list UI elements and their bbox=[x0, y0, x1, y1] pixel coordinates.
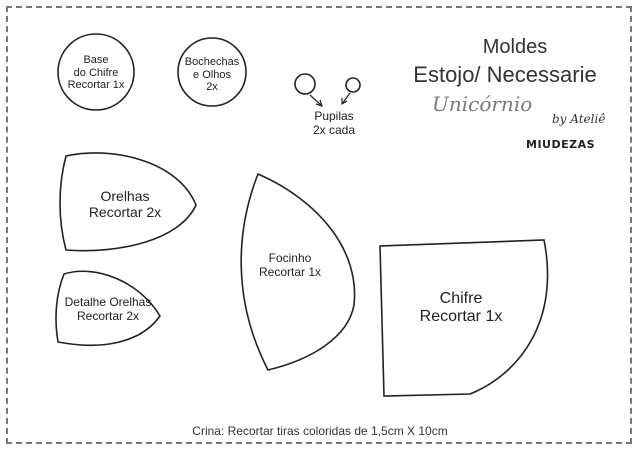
chifre-shape bbox=[379, 239, 549, 397]
footer-note: Crina: Recortar tiras coloridas de 1,5cm… bbox=[192, 424, 448, 438]
label-line: Recortar 1x bbox=[419, 308, 503, 326]
title-estojo: Estojo/ Necessarie bbox=[413, 62, 597, 87]
label-line: do Chifre bbox=[73, 66, 119, 79]
pupilas-label: Pupilas 2x cada bbox=[300, 109, 368, 138]
label-line: Base bbox=[83, 54, 109, 66]
pattern-sheet-border bbox=[6, 6, 632, 444]
detalhe-orelhas-shape bbox=[55, 270, 161, 347]
script-unicornio: Unicórnio bbox=[432, 92, 533, 116]
label-line: Recortar 1x bbox=[67, 79, 125, 92]
label-line: Orelhas bbox=[100, 188, 150, 204]
base-chifre-circle bbox=[57, 33, 135, 111]
pupila-arrows bbox=[309, 92, 351, 107]
label-line: Detalhe Orelhas bbox=[64, 295, 152, 309]
orelhas-shape bbox=[59, 152, 197, 252]
brand-logo: MIUDEZAS bbox=[526, 138, 596, 151]
label-line: Pupilas bbox=[314, 109, 354, 123]
label-line: Chifre bbox=[439, 290, 483, 307]
label-line: Focinho bbox=[268, 251, 312, 265]
orelhas-label: Orelhas Recortar 2x bbox=[70, 188, 180, 220]
bochechas-label: Bochechas e Olhos 2x bbox=[178, 56, 246, 94]
base-chifre-label: Base do Chifre Recortar 1x bbox=[60, 54, 132, 92]
label-line: 2x cada bbox=[312, 122, 356, 137]
bochechas-circle bbox=[177, 37, 247, 107]
title-moldes: Moldes bbox=[482, 36, 548, 58]
label-line: Recortar 2x bbox=[88, 204, 162, 221]
label-line: 2x bbox=[206, 81, 218, 94]
label-line: Recortar 1x bbox=[258, 264, 322, 279]
pupila-small-circle bbox=[345, 77, 361, 93]
label-line: Bochechas bbox=[184, 56, 240, 68]
focinho-label: Focinho Recortar 1x bbox=[250, 251, 330, 280]
byline: by Ateliê bbox=[552, 112, 606, 126]
pupila-large-circle bbox=[294, 73, 316, 95]
focinho-shape bbox=[240, 172, 356, 371]
chifre-label: Chifre Recortar 1x bbox=[396, 290, 526, 327]
label-line: e Olhos bbox=[193, 68, 231, 81]
label-line: Recortar 2x bbox=[76, 308, 140, 323]
detalhe-orelhas-label: Detalhe Orelhas Recortar 2x bbox=[58, 295, 158, 324]
